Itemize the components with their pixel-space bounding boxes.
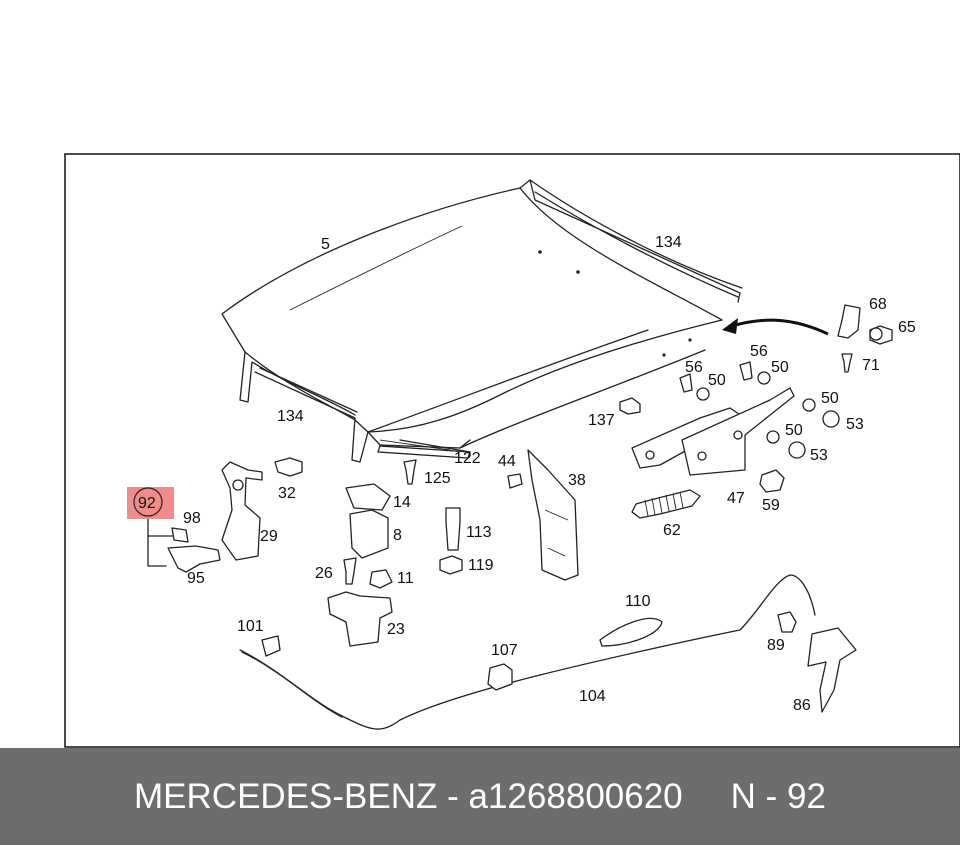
footer-bar: MERCEDES-BENZ - a1268800620 N - 92 [0, 748, 960, 845]
callout-95: 95 [187, 570, 205, 587]
callout-104: 104 [579, 688, 606, 705]
callout-50-c: 50 [821, 390, 839, 407]
callout-119: 119 [468, 557, 494, 574]
release-cable-parts [239, 574, 857, 730]
callout-44: 44 [498, 453, 516, 470]
pointer-arrowhead [722, 318, 738, 334]
callout-65: 65 [898, 319, 916, 336]
callout-113: 113 [466, 524, 492, 541]
callout-8: 8 [393, 527, 402, 544]
callout-23: 23 [387, 621, 405, 638]
callout-125: 125 [424, 470, 451, 487]
footer-part-number: a1268800620 [468, 776, 683, 816]
callout-53-b: 53 [810, 447, 828, 464]
callout-5: 5 [321, 236, 330, 253]
callout-29: 29 [260, 528, 278, 545]
callout-56-a: 56 [685, 359, 703, 376]
hinge-mount-parts [837, 304, 893, 373]
callout-98: 98 [183, 510, 201, 527]
hood-drawing [221, 179, 743, 463]
callout-134-top: 134 [655, 234, 682, 251]
callout-101: 101 [237, 618, 264, 635]
diagram-frame [64, 153, 960, 748]
left-lock-parts [147, 457, 303, 573]
callout-47: 47 [727, 490, 745, 507]
callout-38: 38 [568, 472, 586, 489]
footer-space-1 [437, 777, 447, 817]
callout-92: 92 [138, 495, 156, 512]
callout-59: 59 [762, 497, 780, 514]
center-lock-parts [327, 483, 463, 647]
callout-71: 71 [862, 357, 880, 374]
callout-62: 62 [663, 522, 681, 539]
callout-89: 89 [767, 637, 785, 654]
footer-position-label: N - 92 [730, 776, 826, 816]
hinge-assembly [619, 361, 840, 519]
callout-50-a: 50 [708, 372, 726, 389]
callout-11: 11 [397, 570, 414, 587]
callout-107: 107 [491, 642, 518, 659]
callout-labels: 5 134 134 68 65 71 56 56 50 50 50 50 53 … [127, 234, 916, 714]
highlight-92-circle [133, 487, 163, 517]
callout-56-b: 56 [750, 343, 768, 360]
callout-68: 68 [869, 296, 887, 313]
callout-32: 32 [278, 485, 296, 502]
callout-14: 14 [393, 494, 411, 511]
callout-122: 122 [454, 450, 481, 467]
footer-space-2 [459, 777, 469, 817]
callout-53-a: 53 [846, 416, 864, 433]
middle-small-parts [403, 449, 579, 581]
highlight-92-box [127, 487, 174, 519]
callout-110: 110 [625, 593, 651, 610]
callout-50-b: 50 [771, 359, 789, 376]
callout-86: 86 [793, 697, 811, 714]
callout-137: 137 [588, 412, 615, 429]
footer-separator: - [447, 776, 459, 816]
pointer-arrow [731, 318, 829, 336]
footer-brand: MERCEDES-BENZ [134, 776, 438, 816]
callout-50-d: 50 [785, 422, 803, 439]
callout-134-left: 134 [277, 408, 304, 425]
callout-26: 26 [315, 565, 333, 582]
